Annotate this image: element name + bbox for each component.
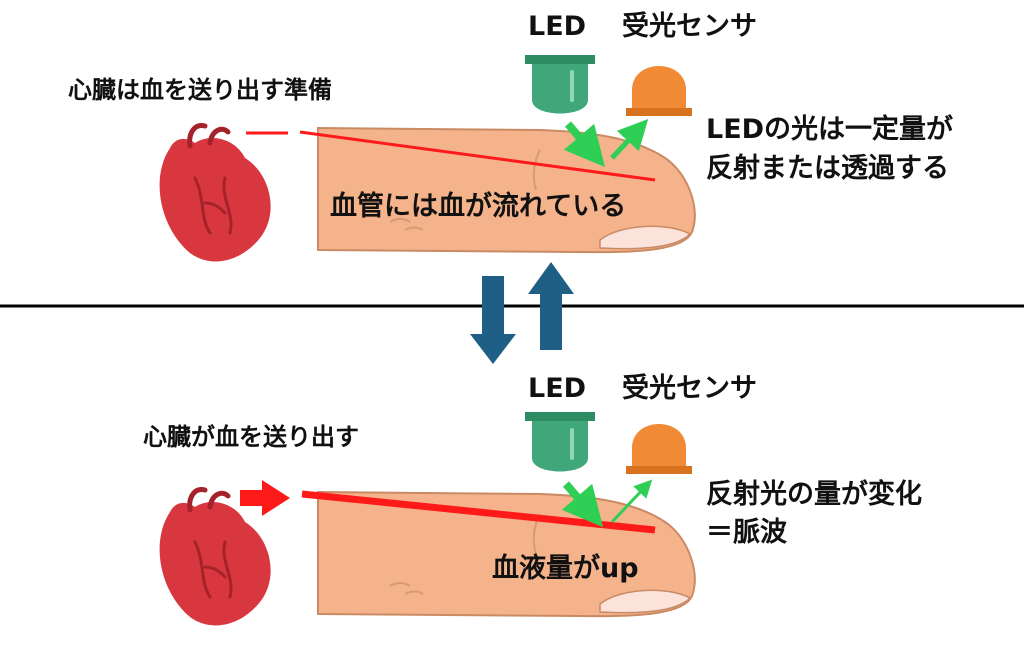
top-blood-vessel — [299, 130, 656, 182]
bottom-sensor-label: 受光センサ — [622, 373, 757, 404]
top-light-note-line1: LEDの光は一定量が — [706, 114, 954, 145]
bottom-push-arrow — [240, 480, 290, 516]
top-light-sensor-icon — [626, 66, 692, 116]
top-light-note-line2: 反射または透過する — [706, 153, 949, 184]
bottom-change-note-line1: 反射光の量が変化 — [706, 479, 922, 510]
bottom-led-label: LED — [528, 373, 587, 404]
transition-up-arrow — [528, 262, 574, 350]
bottom-reflected-light-arrow — [610, 479, 653, 524]
bottom-heart-icon — [159, 486, 271, 626]
bottom-blood-label: 血液量がup — [492, 553, 639, 584]
top-led-icon — [525, 55, 595, 114]
bottom-change-note-line2: ＝脈波 — [706, 517, 787, 548]
top-fingernail — [599, 225, 692, 250]
top-reflected-light-arrow — [610, 119, 649, 160]
top-heart-label: 心臓は血を送り出す準備 — [68, 76, 332, 104]
bottom-light-sensor-icon — [626, 424, 692, 474]
top-heart-icon — [159, 122, 271, 262]
top-incident-light-arrow — [563, 121, 606, 168]
transition-down-arrow — [470, 276, 516, 364]
top-vessel-label: 血管には血が流れている — [330, 191, 627, 222]
top-led-label: LED — [528, 11, 587, 42]
bottom-led-icon — [525, 412, 595, 472]
top-sensor-label: 受光センサ — [622, 11, 757, 42]
bottom-heart-label: 心臓が血を送り出す — [143, 423, 359, 451]
bottom-fingernail — [599, 589, 692, 614]
bottom-incident-light-arrow — [561, 481, 604, 528]
